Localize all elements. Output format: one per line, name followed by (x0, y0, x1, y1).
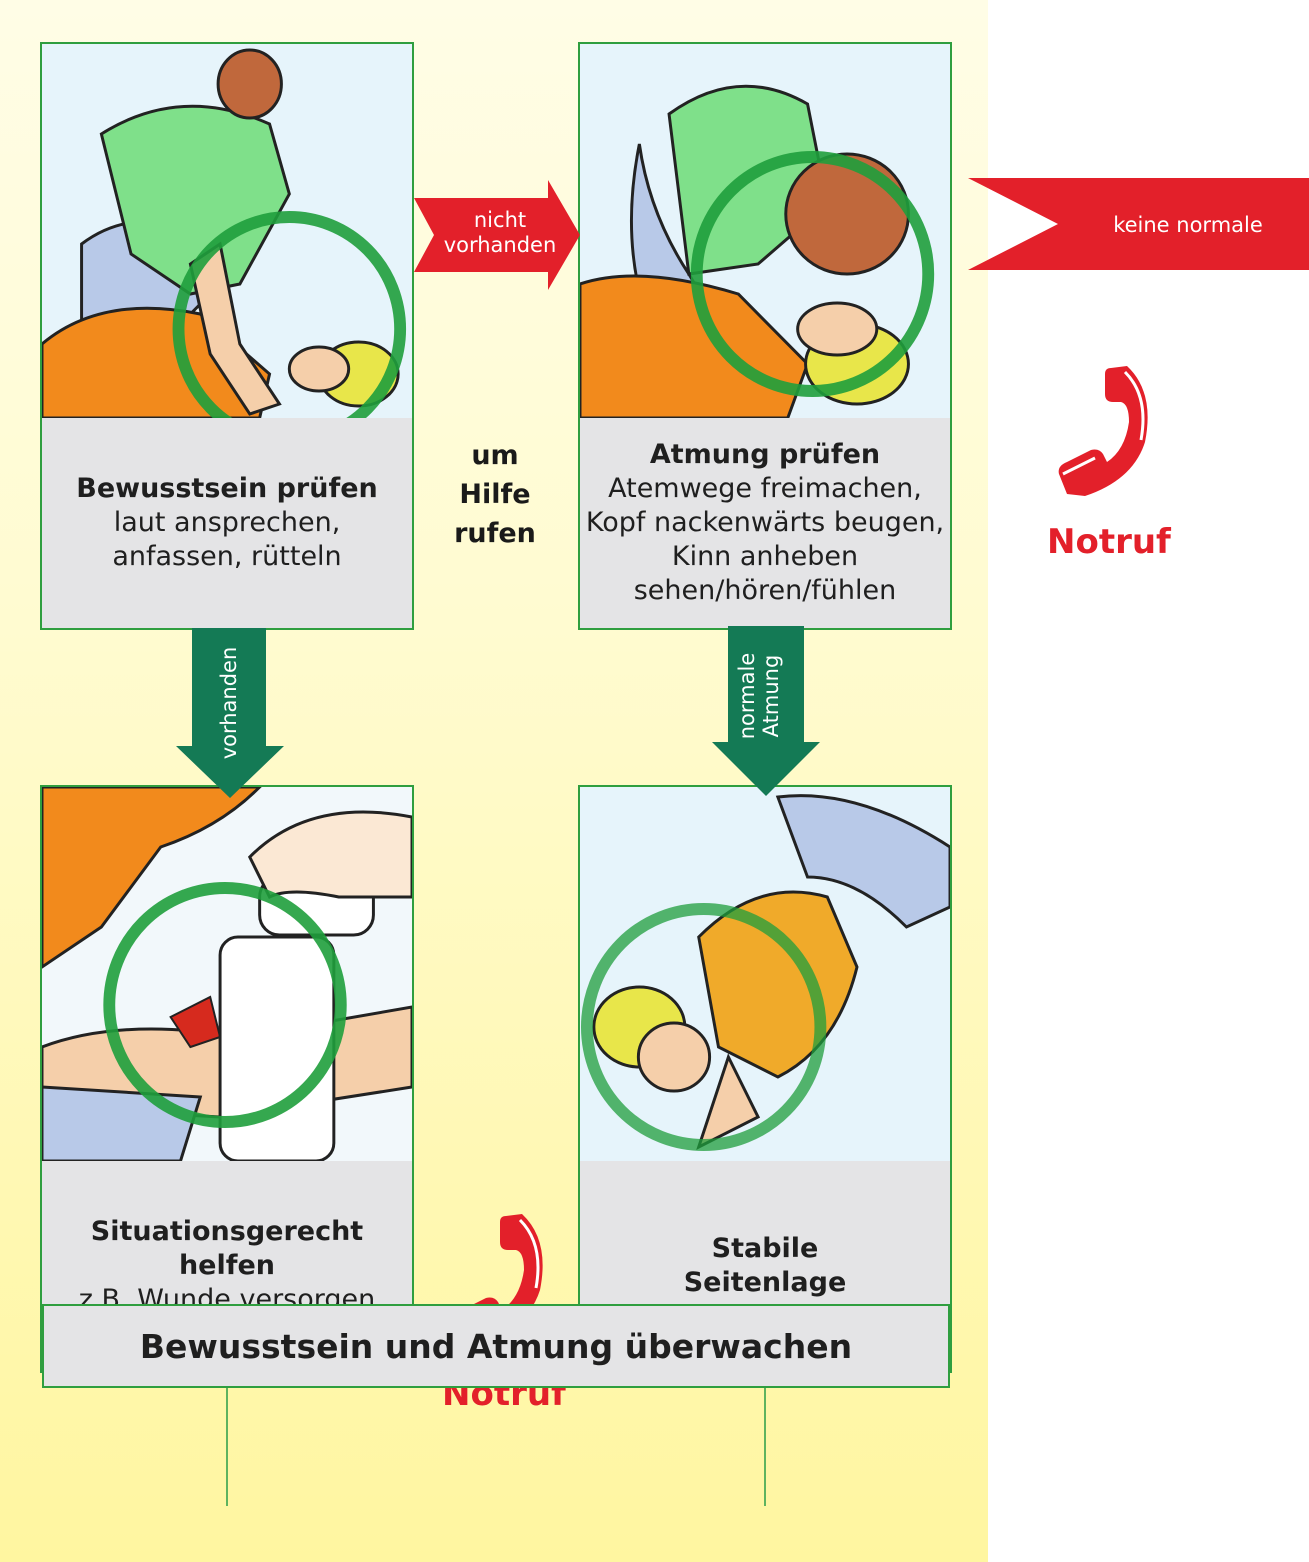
connector-line (226, 1373, 228, 1506)
arrow-label: Atmung (759, 655, 783, 738)
call-for-help-text: um Hilfe rufen (440, 436, 550, 553)
card-line: Kopf nackenwärts beugen, (586, 506, 944, 540)
card-text: Bewusstsein prüfen laut ansprechen, anfa… (42, 418, 412, 628)
arrow-nicht-vorhanden: nicht vorhanden (414, 180, 580, 290)
card-check-consciousness: Bewusstsein prüfen laut ansprechen, anfa… (40, 42, 414, 630)
card-line: anfassen, rütteln (112, 540, 341, 574)
illustration-check-breathing (580, 44, 950, 418)
card-title: Stabile (712, 1232, 819, 1266)
card-help-situationally: Situationsgerecht helfen z.B. Wunde vers… (40, 785, 414, 1373)
arrow-label: vorhanden (444, 233, 557, 257)
card-line: laut ansprechen, (114, 506, 341, 540)
card-title: helfen (179, 1249, 275, 1283)
illustration-check-consciousness (42, 44, 412, 418)
card-line: Atemwege freimachen, (608, 472, 922, 506)
text-line: Hilfe (440, 475, 550, 514)
arrow-normale-atmung: normale Atmung (712, 626, 820, 796)
arrow-vorhanden: vorhanden (176, 628, 284, 798)
arrow-label: nicht (474, 208, 526, 232)
illustration-wound-care (42, 787, 412, 1161)
arrow-label: keine normale (1113, 213, 1263, 237)
card-text: Atmung prüfen Atemwege freimachen, Kopf … (580, 418, 950, 628)
card-check-breathing: Atmung prüfen Atemwege freimachen, Kopf … (578, 42, 952, 630)
card-recovery-position: Stabile Seitenlage (578, 785, 952, 1373)
notruf-label-right: Notruf (1047, 522, 1171, 562)
arrow-label: vorhanden (217, 647, 241, 760)
card-title: Situationsgerecht (91, 1215, 363, 1249)
text-line: rufen (440, 514, 550, 553)
card-line: sehen/hören/fühlen (634, 574, 897, 608)
illustration-recovery-position (580, 787, 950, 1161)
text-line: um (440, 436, 550, 475)
card-title: Bewusstsein prüfen (76, 472, 378, 506)
arrow-keine-normale: keine normale (968, 178, 1309, 270)
phone-icon (1045, 362, 1165, 502)
arrow-label: normale (735, 653, 759, 740)
monitor-box: Bewusstsein und Atmung überwachen (42, 1304, 950, 1388)
card-title: Atmung prüfen (650, 438, 880, 472)
card-line: Kinn anheben (672, 540, 858, 574)
connector-line (764, 1373, 766, 1506)
card-title: Seitenlage (684, 1266, 847, 1300)
